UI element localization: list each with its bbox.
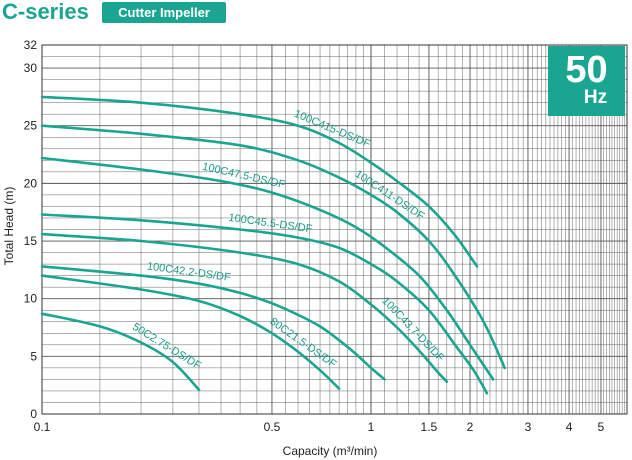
curves (40, 95, 506, 395)
frequency-number: 50 (565, 49, 608, 91)
curve-80c21-5-ds-df (40, 274, 341, 390)
curve-label-100c43-7-ds-df: 100C43.7-DS/DF (379, 295, 446, 364)
curve-labels: 100C415-DS/DF100C411-DS/DF100C47.5-DS/DF… (130, 108, 446, 372)
y-tick-label: 5 (30, 349, 37, 363)
frequency-badge: 50 Hz (548, 46, 625, 116)
cutter-impeller-badge: Cutter Impeller (102, 2, 226, 23)
x-tick-label: 0.1 (34, 420, 51, 434)
curve-100c47-5-ds-df (40, 156, 495, 381)
x-tick-label: 1.5 (421, 420, 438, 434)
x-tick-label: 5 (598, 420, 605, 434)
x-tick-label: 3 (525, 420, 532, 434)
curve-100c45-5-ds-df (40, 213, 489, 395)
curve-50c2-75-ds-df (40, 312, 201, 392)
plot-frame (41, 44, 628, 415)
frequency-unit: Hz (583, 87, 608, 108)
y-tick-label: 32 (24, 38, 38, 52)
series-title: C-series (2, 0, 89, 24)
curve-label-80c21-5-ds-df: 80C21.5-DS/DF (268, 316, 339, 371)
x-tick-label: 1 (368, 420, 375, 434)
curve-label-100c45-5-ds-df: 100C45.5-DS/DF (228, 212, 313, 236)
y-tick-label: 0 (30, 407, 37, 421)
x-axis-label: Capacity (m³/min) (283, 444, 378, 458)
y-tick-label: 15 (24, 234, 38, 248)
y-axis-label: Total Head (m) (2, 187, 16, 266)
y-tick-label: 30 (24, 61, 38, 75)
x-tick-label: 2 (467, 420, 474, 434)
curve-100c411-ds-df (40, 124, 506, 370)
y-tick-label: 20 (24, 176, 38, 190)
x-tick-label: 0.5 (264, 420, 281, 434)
curve-100c43-7-ds-df (40, 232, 449, 383)
curve-100c42-2-ds-df (40, 265, 386, 381)
y-tick-label: 25 (24, 119, 38, 133)
curve-100c415-ds-df (40, 95, 479, 268)
x-tick-label: 4 (566, 420, 573, 434)
y-tick-label: 10 (24, 292, 38, 306)
